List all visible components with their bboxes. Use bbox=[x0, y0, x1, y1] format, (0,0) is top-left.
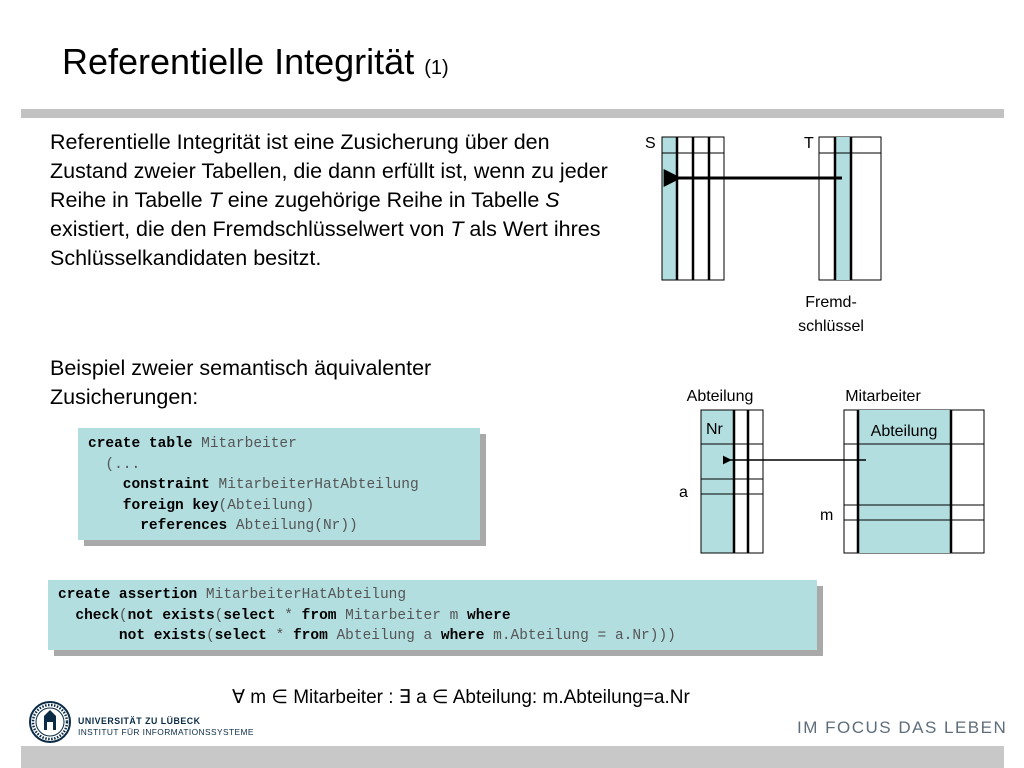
table-s: S bbox=[645, 135, 725, 281]
sql-keyword: constraint bbox=[88, 477, 210, 493]
sql-text: (Abteilung) bbox=[218, 497, 315, 514]
slide-title-number: (1) bbox=[424, 57, 449, 79]
logic-formula: ∀ m ∈ Mitarbeiter : ∃ a ∈ Abteilung: m.A… bbox=[232, 687, 690, 708]
row-m-label: m bbox=[820, 507, 833, 524]
sql-text: ( bbox=[214, 607, 224, 624]
table-t: T bbox=[804, 135, 882, 281]
abteilung-table-name: Abteilung bbox=[687, 388, 754, 405]
sql-text: Abteilung a bbox=[327, 628, 441, 644]
institute-name: INSTITUT FÜR INFORMATIONSSYSTEME bbox=[78, 727, 254, 737]
footer-bar bbox=[21, 746, 1004, 768]
sql-keyword: references bbox=[88, 518, 228, 534]
sql-text: ( bbox=[118, 607, 128, 624]
footer-slogan: IM FOCUS DAS LEBEN bbox=[797, 718, 1008, 737]
sql-keyword: check bbox=[75, 607, 119, 624]
slide-title: Referentielle Integrität (1) bbox=[62, 40, 449, 90]
sql-text: MitarbeiterHatAbteilung bbox=[209, 477, 419, 493]
sql-text: MitarbeiterHatAbteilung bbox=[197, 587, 407, 603]
sql-text: Mitarbeiter bbox=[192, 436, 297, 452]
slide-title-main: Referentielle Integrität bbox=[62, 41, 415, 82]
abteilung-table: Abteilung Nr a bbox=[679, 388, 764, 554]
abteilung-nr-header: Nr bbox=[706, 421, 724, 438]
sql-keyword: where bbox=[467, 607, 511, 624]
table-t-foreign-key-column bbox=[835, 137, 851, 280]
sql-keyword: from bbox=[301, 607, 337, 624]
definition-text: existiert, die den Fremdschlüsselwert vo… bbox=[50, 217, 451, 241]
sql-keyword: not exists bbox=[127, 607, 215, 624]
table-t-label: T bbox=[804, 135, 814, 152]
example-heading: Beispiel zweier semantisch äquivalenter … bbox=[50, 356, 432, 409]
university-seal-logo bbox=[29, 701, 71, 743]
sql-text: ( bbox=[205, 628, 215, 644]
create-table-code-box: create table Mitarbeiter (... constraint… bbox=[78, 428, 480, 540]
definition-text: als Wert ihres Schlüsselkandidaten besit… bbox=[50, 217, 601, 270]
definition-paragraph: Referentielle Integrität ist eine Zusich… bbox=[50, 128, 625, 273]
abteilung-nr-column bbox=[700, 409, 735, 554]
sql-text: m.Abteilung = a.Nr))) bbox=[484, 628, 676, 644]
table-s-label: S bbox=[645, 135, 656, 152]
sql-text: (... bbox=[88, 456, 141, 473]
university-name: UNIVERSITÄT ZU LÜBECK bbox=[78, 716, 201, 726]
sql-text: Mitarbeiter m bbox=[336, 607, 468, 624]
foreign-key-label-line2: schlüssel bbox=[798, 318, 864, 335]
definition-text: Referentielle Integrität ist eine Zusich… bbox=[50, 130, 608, 212]
sql-keyword: select bbox=[223, 607, 276, 624]
table-t-ref: T bbox=[208, 188, 222, 212]
sql-text: Abteilung(Nr)) bbox=[227, 518, 358, 534]
sql-text: * bbox=[266, 628, 293, 644]
table-t-ref: T bbox=[450, 217, 464, 241]
row-a-label: a bbox=[679, 484, 688, 501]
sql-keyword: create assertion bbox=[58, 587, 198, 603]
sql-keyword: not exists bbox=[118, 628, 206, 644]
title-divider bbox=[21, 109, 1004, 118]
definition-text: eine zugehörige Reihe in Tabelle bbox=[221, 188, 546, 212]
create-assertion-code-box: create assertion MitarbeiterHatAbteilung… bbox=[48, 580, 817, 650]
foreign-key-label-line1: Fremd- bbox=[805, 294, 857, 311]
mitarbeiter-abteilung-header: Abteilung bbox=[871, 423, 938, 440]
sql-keyword: from bbox=[292, 628, 328, 644]
mitarbeiter-table: Mitarbeiter Abteilung m bbox=[820, 388, 985, 554]
sql-keyword: create table bbox=[88, 436, 193, 452]
mitarbeiter-abteilung-column bbox=[858, 410, 951, 553]
sql-keyword: select bbox=[214, 628, 267, 644]
sql-keyword: where bbox=[440, 628, 485, 644]
mitarbeiter-table-name: Mitarbeiter bbox=[845, 388, 921, 405]
sql-keyword: foreign key bbox=[88, 497, 219, 514]
table-s-key-column bbox=[661, 136, 678, 281]
table-s-ref: S bbox=[545, 188, 560, 212]
sql-text: * bbox=[275, 607, 302, 624]
